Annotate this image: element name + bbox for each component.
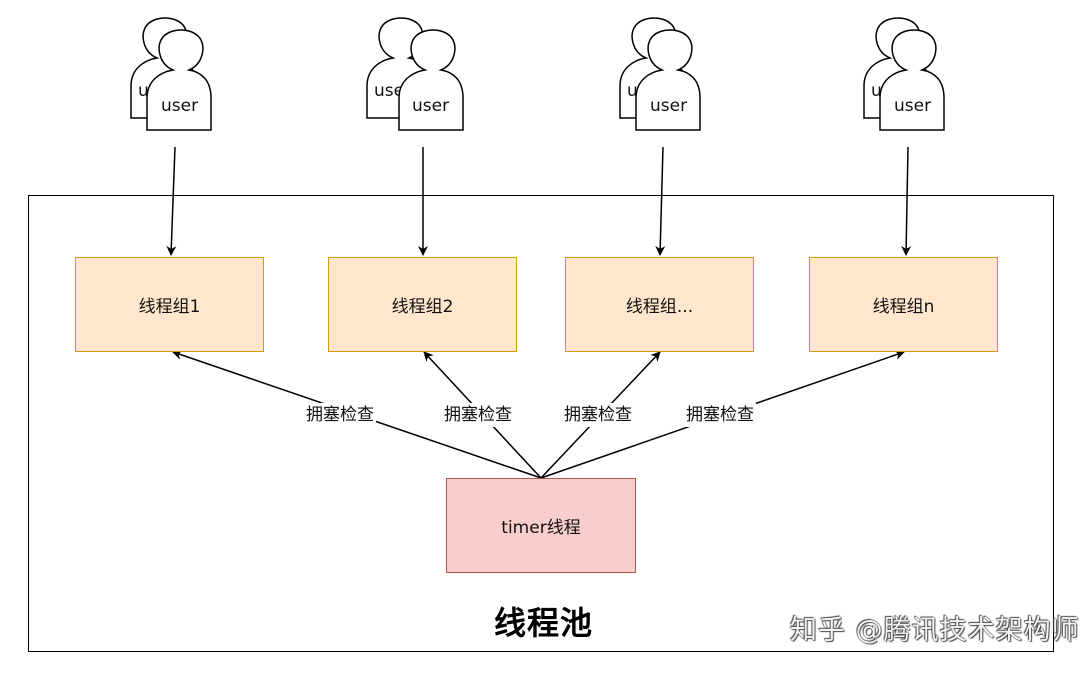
thread-group-label: 线程组... [625,297,694,317]
user-to-group-arrow-4 [901,146,912,256]
thread-pool-container [28,195,1054,652]
user-to-group-arrow-3 [655,146,666,256]
edge-label-congestion-check-1: 拥塞检查 [304,403,376,427]
thread-pool-title: 线程池 [494,604,594,642]
watermark-text: 知乎 @腾讯技术架构师 [790,615,1080,646]
thread-group-label: 线程组2 [391,297,454,317]
timer-thread-label: timer线程 [501,518,581,538]
user-icon-1: user user [130,17,212,131]
thread-group-1: 线程组1 [75,257,264,352]
thread-group-2: 线程组2 [328,257,517,352]
user-label: user [161,96,198,116]
user-icon-4: user user [863,17,945,131]
edge-label-congestion-check-4: 拥塞检查 [684,403,756,427]
user-label: user [894,96,931,116]
user-label: user [650,96,687,116]
edge-label-congestion-check-3: 拥塞检查 [562,403,634,427]
thread-group-label: 线程组1 [138,297,201,317]
user-icon-2: user user [366,17,464,131]
user-icon-3: user user [619,17,701,131]
thread-group-label: 线程组n [872,297,935,317]
user-label: user [412,96,449,116]
thread-group-n: 线程组n [809,257,998,352]
timer-thread-box: timer线程 [446,478,636,573]
thread-group-3: 线程组... [565,257,754,352]
edge-label-congestion-check-2: 拥塞检查 [442,403,514,427]
user-to-group-arrow-1 [166,146,177,256]
